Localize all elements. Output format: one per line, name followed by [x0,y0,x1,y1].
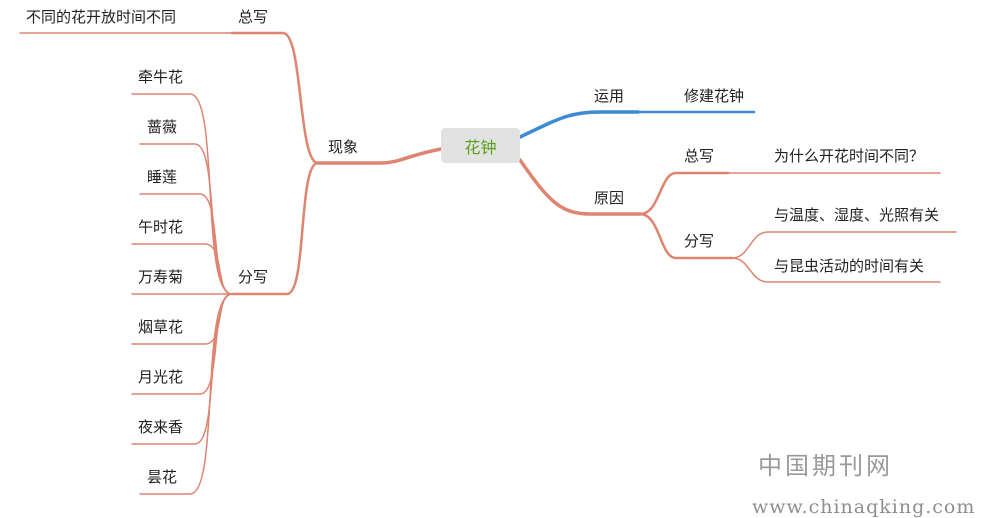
edge-root-application [518,110,640,139]
flower-edges [131,93,233,495]
phenomenon-detail-label[interactable]: 分写 [238,268,269,286]
watermark-url: www.chinaqking.com [752,496,976,518]
edge-root-phenomenon [316,147,443,165]
flower-item[interactable]: 午时花 [138,218,184,236]
application-item[interactable]: 修建花钟 [684,87,745,105]
root-label: 花钟 [464,137,497,157]
flower-item[interactable]: 昙花 [147,468,178,486]
flower-item[interactable]: 睡莲 [147,168,178,186]
cause-detail-label[interactable]: 分写 [684,232,715,250]
flower-item[interactable]: 夜来香 [138,418,184,436]
edge-phenomenon-detail [230,161,320,296]
flower-item[interactable]: 牵牛花 [138,68,184,86]
flower-item[interactable]: 蔷薇 [147,118,178,136]
watermark-cn: 中国期刊网 [758,452,893,480]
phenomenon-overview-text[interactable]: 不同的花开放时间不同 [26,8,177,26]
flower-item[interactable]: 万寿菊 [138,268,184,286]
root-node[interactable]: 花钟 [441,128,520,163]
cause-reason[interactable]: 与温度、湿度、光照有关 [774,206,940,224]
branch-phenomenon[interactable]: 现象 [328,138,359,156]
branch-application[interactable]: 运用 [594,87,625,105]
cause-overview-label[interactable]: 总写 [684,147,715,165]
phenomenon-overview-label[interactable]: 总写 [238,8,269,26]
edge-reason-1 [731,257,941,283]
edge-cause-overview [638,171,730,216]
edge-cause-detail [638,212,734,260]
cause-reason[interactable]: 与昆虫活动的时间有关 [774,257,925,275]
branch-cause[interactable]: 原因 [594,189,625,207]
cause-question[interactable]: 为什么开花时间不同？ [774,147,925,165]
edge-flower-3 [131,243,233,295]
edge-phenomenon-overview [230,31,320,165]
edge-reason-0 [731,231,957,259]
flower-item[interactable]: 烟草花 [138,318,184,336]
edge-flower-8 [139,293,233,495]
edge-root-cause [518,158,642,216]
flower-item[interactable]: 月光花 [138,368,184,386]
